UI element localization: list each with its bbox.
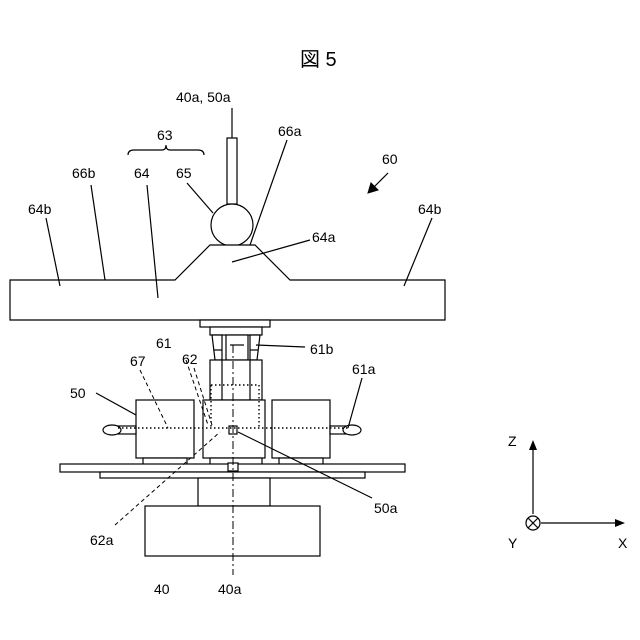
label-61: 61 bbox=[156, 335, 172, 351]
label-67: 67 bbox=[130, 353, 146, 369]
vertical-shaft bbox=[227, 138, 237, 204]
label-50: 50 bbox=[70, 385, 86, 401]
gripper-61b bbox=[212, 335, 260, 360]
plate-64 bbox=[10, 245, 445, 320]
label-64: 64 bbox=[134, 165, 150, 181]
block-right bbox=[272, 400, 330, 458]
leader-61b bbox=[256, 345, 305, 347]
coordinate-axes bbox=[526, 440, 625, 530]
leader-64b-left bbox=[46, 218, 60, 286]
label-66a: 66a bbox=[278, 123, 302, 139]
label-62a: 62a bbox=[90, 532, 114, 548]
label-61a: 61a bbox=[352, 361, 376, 377]
axis-label-y: Y bbox=[508, 535, 518, 551]
block-50-left bbox=[136, 400, 194, 458]
label-64a: 64a bbox=[312, 229, 336, 245]
axis-label-z: Z bbox=[508, 433, 517, 449]
label-40a: 40a bbox=[218, 581, 242, 597]
column-61 bbox=[210, 360, 262, 400]
label-63: 63 bbox=[157, 127, 173, 143]
label-50a: 50a bbox=[374, 500, 398, 516]
leader-66a bbox=[250, 140, 287, 245]
label-40: 40 bbox=[154, 581, 170, 597]
label-65: 65 bbox=[176, 165, 192, 181]
leader-61a bbox=[348, 378, 362, 428]
leader-64b-right bbox=[404, 218, 432, 286]
figure-title: 図 5 bbox=[300, 49, 337, 71]
brace-63 bbox=[128, 145, 204, 155]
label-60: 60 bbox=[382, 151, 398, 167]
leader-66b bbox=[91, 185, 105, 280]
knob-left bbox=[103, 425, 136, 435]
fitting-collar bbox=[210, 327, 262, 335]
label-64b-left: 64b bbox=[28, 201, 52, 217]
ball-65 bbox=[211, 204, 253, 246]
arrow-60 bbox=[368, 173, 388, 193]
pedestal bbox=[198, 478, 270, 506]
axis-label-x: X bbox=[618, 535, 628, 551]
label-64b-right: 64b bbox=[418, 201, 442, 217]
fitting-under-plate bbox=[200, 320, 270, 327]
label-40a-50a: 40a, 50a bbox=[176, 89, 231, 105]
label-66b: 66b bbox=[72, 165, 96, 181]
label-61b: 61b bbox=[310, 341, 334, 357]
label-62: 62 bbox=[182, 351, 198, 367]
knob-61a-right bbox=[330, 425, 361, 435]
leader-65 bbox=[187, 183, 213, 213]
leader-50 bbox=[96, 393, 136, 415]
